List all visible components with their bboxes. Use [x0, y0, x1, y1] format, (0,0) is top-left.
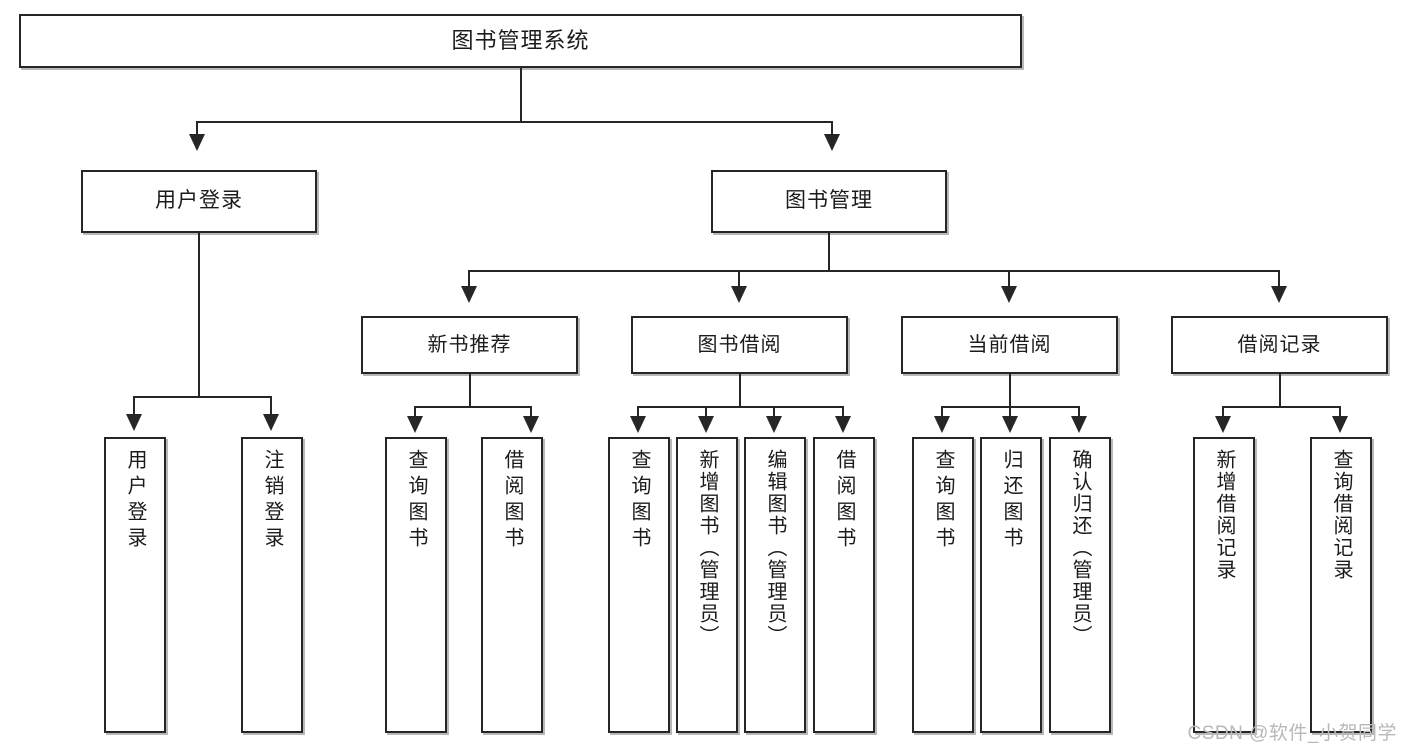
- arrow-to-borrow-record: [1271, 286, 1287, 303]
- arrow-to-currentborrow-leaf-1: [934, 416, 950, 433]
- connector-borrowrecord-leg-1: [1222, 406, 1224, 418]
- connector-borrowrecord-bus: [1222, 406, 1341, 408]
- node-label: 图书借阅: [697, 333, 782, 356]
- arrow-to-bookborrow-leaf-3: [766, 416, 782, 433]
- arrow-to-current-borrow: [1001, 286, 1017, 303]
- connector-currentborrow-stem: [1009, 374, 1011, 407]
- arrow-to-logout-leaf: [263, 414, 279, 431]
- connector-currentborrow-leg-2: [1009, 406, 1011, 418]
- connector-book-mgmt-leg-3: [1008, 270, 1010, 288]
- leaf-confirm-return-admin[interactable]: 确认归还（管理员）: [1049, 437, 1111, 733]
- leaf-borrow-book-newbook[interactable]: 借阅图书: [481, 437, 543, 733]
- connector-currentborrow-leg-1: [941, 406, 943, 418]
- leaf-logout[interactable]: 注销登录: [241, 437, 303, 733]
- leaf-label: 借阅图书: [833, 449, 855, 553]
- arrow-to-currentborrow-leaf-2: [1002, 416, 1018, 433]
- leaf-label: 新增借阅记录: [1213, 449, 1235, 581]
- connector-book-mgmt-stem: [828, 233, 830, 271]
- leaf-query-borrow-record[interactable]: 查询借阅记录: [1310, 437, 1372, 733]
- arrow-to-borrowrecord-leaf-1: [1215, 416, 1231, 433]
- arrow-to-book-management: [824, 134, 840, 151]
- connector-newbook-leg-2: [530, 406, 532, 418]
- connector-root-leg-left: [196, 121, 198, 136]
- leaf-label: 注销登录: [261, 449, 283, 553]
- connector-bookborrow-bus: [637, 406, 844, 408]
- connector-bookborrow-stem: [739, 374, 741, 407]
- connector-book-mgmt-leg-1: [468, 270, 470, 288]
- arrow-to-user-login: [189, 134, 205, 151]
- arrow-to-borrowrecord-leaf-2: [1332, 416, 1348, 433]
- arrow-to-bookborrow-leaf-1: [630, 416, 646, 433]
- leaf-label: 确认归还（管理员）: [1069, 449, 1091, 647]
- connector-book-mgmt-bus: [468, 270, 1280, 272]
- leaf-label: 新增图书（管理员）: [696, 449, 718, 647]
- leaf-query-book-newbook[interactable]: 查询图书: [385, 437, 447, 733]
- connector-root-leg-right: [831, 121, 833, 136]
- arrow-to-bookborrow-leaf-4: [835, 416, 851, 433]
- leaf-user-login[interactable]: 用户登录: [104, 437, 166, 733]
- leaf-edit-book-admin[interactable]: 编辑图书（管理员）: [744, 437, 806, 733]
- leaf-add-borrow-record[interactable]: 新增借阅记录: [1193, 437, 1255, 733]
- leaf-query-book-borrow[interactable]: 查询图书: [608, 437, 670, 733]
- leaf-add-book-admin[interactable]: 新增图书（管理员）: [676, 437, 738, 733]
- node-current-borrow[interactable]: 当前借阅: [901, 316, 1118, 374]
- connector-book-mgmt-leg-4: [1278, 270, 1280, 288]
- node-user-login[interactable]: 用户登录: [81, 170, 317, 233]
- connector-newbook-leg-1: [414, 406, 416, 418]
- connector-bookborrow-leg-2: [705, 406, 707, 418]
- leaf-borrow-book[interactable]: 借阅图书: [813, 437, 875, 733]
- node-label: 借阅记录: [1237, 333, 1322, 356]
- arrow-to-bookborrow-leaf-2: [698, 416, 714, 433]
- arrow-to-newbook-leaf-2: [523, 416, 539, 433]
- connector-user-login-leg-2: [270, 396, 272, 416]
- node-label: 新书推荐: [427, 333, 512, 356]
- watermark-text: CSDN @软件_小贺同学: [1187, 723, 1397, 744]
- node-borrow-record[interactable]: 借阅记录: [1171, 316, 1388, 374]
- node-book-borrow[interactable]: 图书借阅: [631, 316, 848, 374]
- arrow-to-book-borrow: [731, 286, 747, 303]
- leaf-label: 查询图书: [932, 449, 954, 553]
- arrow-to-currentborrow-leaf-3: [1071, 416, 1087, 433]
- node-label: 图书管理系统: [451, 28, 590, 54]
- arrow-to-new-book-recommend: [461, 286, 477, 303]
- leaf-label: 查询借阅记录: [1330, 449, 1352, 581]
- connector-newbook-stem: [469, 374, 471, 407]
- connector-currentborrow-leg-3: [1078, 406, 1080, 418]
- connector-book-mgmt-leg-2: [738, 270, 740, 288]
- leaf-label: 编辑图书（管理员）: [764, 449, 786, 647]
- leaf-label: 查询图书: [628, 449, 650, 553]
- connector-newbook-bus: [414, 406, 532, 408]
- connector-borrowrecord-stem: [1279, 374, 1281, 407]
- connector-bookborrow-leg-3: [773, 406, 775, 418]
- connector-bookborrow-leg-1: [637, 406, 639, 418]
- connector-borrowrecord-leg-2: [1339, 406, 1341, 418]
- node-label: 用户登录: [155, 189, 243, 213]
- node-new-book-recommend[interactable]: 新书推荐: [361, 316, 578, 374]
- connector-bookborrow-leg-4: [842, 406, 844, 418]
- leaf-label: 借阅图书: [501, 449, 523, 553]
- node-label: 当前借阅: [967, 333, 1052, 356]
- connector-user-login-leg-1: [133, 396, 135, 416]
- arrow-to-newbook-leaf-1: [407, 416, 423, 433]
- connector-user-login-stem: [198, 233, 200, 397]
- node-root-book-management-system[interactable]: 图书管理系统: [19, 14, 1022, 68]
- leaf-label: 用户登录: [124, 449, 146, 553]
- node-label: 图书管理: [785, 189, 873, 213]
- leaf-label: 归还图书: [1000, 449, 1022, 553]
- arrow-to-user-login-leaf: [126, 414, 142, 431]
- leaf-return-book[interactable]: 归还图书: [980, 437, 1042, 733]
- connector-root-bus: [196, 121, 833, 123]
- leaf-query-book-current[interactable]: 查询图书: [912, 437, 974, 733]
- node-book-management[interactable]: 图书管理: [711, 170, 947, 233]
- leaf-label: 查询图书: [405, 449, 427, 553]
- connector-user-login-bus: [133, 396, 272, 398]
- connector-root-stem: [520, 68, 522, 122]
